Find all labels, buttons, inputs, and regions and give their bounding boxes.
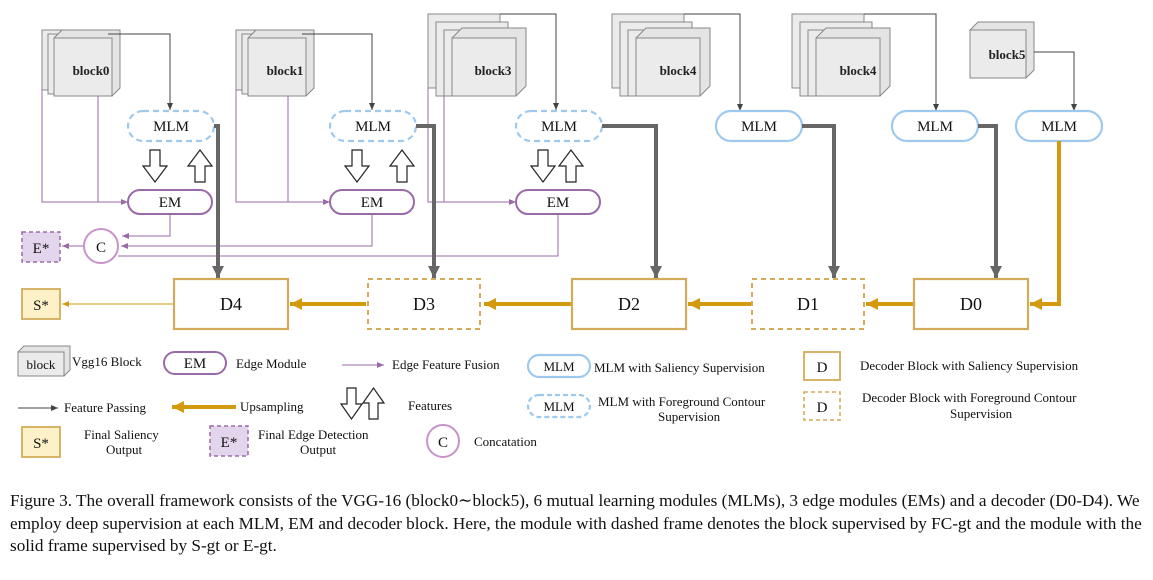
mlm-1: MLM: [328, 109, 418, 143]
legend-decoder-fc-line2: Supervision: [950, 406, 1013, 421]
legend: block Vgg16 Block EM Edge Module Edge Fe…: [17, 345, 1079, 458]
legend-decoder-icon: D: [803, 351, 841, 381]
decoder-d3-label: D3: [413, 294, 435, 314]
em-0: EM: [127, 189, 213, 215]
block3-label: block3: [475, 63, 512, 78]
legend-edge-feature-fusion: Edge Feature Fusion: [392, 357, 500, 372]
legend-mlm-icon: MLM: [526, 353, 592, 379]
em-1-label: EM: [361, 195, 384, 211]
concat-node: C: [83, 228, 119, 264]
legend-final-saliency-line2: Output: [106, 442, 143, 457]
legend-final-saliency-line1: Final Saliency: [84, 427, 159, 442]
decoder-d2: D2: [570, 277, 688, 331]
edge-output: E*: [21, 231, 61, 263]
saliency-output-label: S*: [33, 298, 49, 314]
features-up-arrow-1: [388, 149, 416, 183]
legend-upsampling: Upsampling: [240, 399, 304, 414]
legend-final-edge-line2: Output: [300, 442, 337, 457]
features-down-arrow-3: [529, 149, 557, 183]
legend-mlm-icon-text: MLM: [543, 359, 575, 374]
legend-features-icon: [339, 386, 386, 421]
features-down-arrow-0: [141, 149, 169, 183]
legend-block-icon: block: [17, 345, 71, 377]
decoder-d4-label: D4: [220, 294, 242, 314]
edge-fusion-lines: [41, 88, 559, 257]
decoder-d2-label: D2: [618, 294, 640, 314]
legend-concat-icon: C: [426, 424, 460, 458]
concat-label: C: [96, 240, 106, 256]
figure-caption: Figure 3. The overall framework consists…: [10, 491, 1142, 555]
framework-diagram: block0 block1 block3 block4 block4 block…: [17, 13, 1104, 458]
mlm-4b-label: MLM: [917, 119, 953, 135]
legend-concatenation: Concatation: [474, 434, 537, 449]
legend-edge-module: Edge Module: [236, 356, 307, 371]
legend-final-edge-line1: Final Edge Detection: [258, 427, 369, 442]
mlm-3: MLM: [514, 109, 604, 143]
decoder-d0: D0: [912, 277, 1030, 331]
mlm-to-decoder-lines: [212, 124, 1002, 278]
vgg-block-0: block0: [41, 29, 121, 97]
legend-features: Features: [408, 398, 452, 413]
features-arrows: [141, 149, 585, 183]
decoder-d0-label: D0: [960, 294, 982, 314]
vgg-block-3: block3: [427, 13, 527, 97]
vgg-block-5: block5: [969, 21, 1035, 79]
mlm-4a-label: MLM: [741, 119, 777, 135]
decoder-d1-label: D1: [797, 294, 819, 314]
legend-edge-icon-text: E*: [221, 435, 238, 451]
legend-saliency-icon: S*: [21, 426, 61, 458]
block5-label: block5: [989, 47, 1026, 62]
decoder-d4: D4: [172, 277, 290, 331]
legend-mlm-saliency: MLM with Saliency Supervision: [594, 360, 765, 375]
legend-decoder-icon-text: D: [817, 360, 828, 376]
mlm-0-label: MLM: [153, 119, 189, 135]
legend-decoder-fc-line1: Decoder Block with Foreground Contour: [862, 390, 1077, 405]
block1-label: block1: [267, 63, 304, 78]
legend-mlm-fc-line1: MLM with Foreground Contour: [598, 394, 766, 409]
saliency-output: S*: [21, 288, 61, 320]
vgg-block-1: block1: [235, 29, 315, 97]
legend-vgg-block: Vgg16 Block: [72, 354, 142, 369]
block4b-label: block4: [840, 63, 877, 78]
legend-em-icon-text: EM: [184, 356, 207, 372]
legend-decoder-fc-icon-text: D: [817, 400, 828, 416]
block4a-label: block4: [660, 63, 697, 78]
edge-output-label: E*: [33, 241, 50, 257]
mlm-0: MLM: [126, 109, 216, 143]
mlm-1-label: MLM: [355, 119, 391, 135]
mlm-5: MLM: [1014, 109, 1104, 143]
upsampling-lines: [290, 141, 1061, 310]
em-3-label: EM: [547, 195, 570, 211]
decoder-d1: D1: [751, 278, 865, 330]
legend-saliency-icon-text: S*: [33, 436, 49, 452]
legend-mlm-fc-line2: Supervision: [658, 409, 721, 424]
em-3: EM: [515, 189, 601, 215]
legend-em-icon: EM: [163, 351, 227, 375]
em-0-label: EM: [159, 195, 182, 211]
vgg-block-4a: block4: [611, 13, 711, 97]
legend-mlm-fc-icon-text: MLM: [543, 399, 575, 414]
vgg-block-4b: block4: [791, 13, 891, 97]
em-1: EM: [329, 189, 415, 215]
legend-block-icon-text: block: [27, 357, 56, 372]
legend-concat-icon-text: C: [438, 435, 448, 451]
mlm-4a: MLM: [714, 109, 804, 143]
block0-label: block0: [73, 63, 110, 78]
features-down-arrow-1: [343, 149, 371, 183]
mlm-5-label: MLM: [1041, 119, 1077, 135]
legend-decoder-fc-icon: D: [803, 391, 841, 421]
feature-passing-lines: [108, 13, 1077, 111]
features-up-arrow-3: [557, 149, 585, 183]
legend-decoder-saliency: Decoder Block with Saliency Supervision: [860, 358, 1079, 373]
legend-feature-passing: Feature Passing: [64, 400, 146, 415]
legend-mlm-fc-icon: MLM: [526, 393, 592, 419]
legend-edge-icon: E*: [209, 425, 249, 457]
mlm-4b: MLM: [890, 109, 980, 143]
decoder-d3: D3: [367, 278, 481, 330]
mlm-3-label: MLM: [541, 119, 577, 135]
features-up-arrow-0: [186, 149, 214, 183]
